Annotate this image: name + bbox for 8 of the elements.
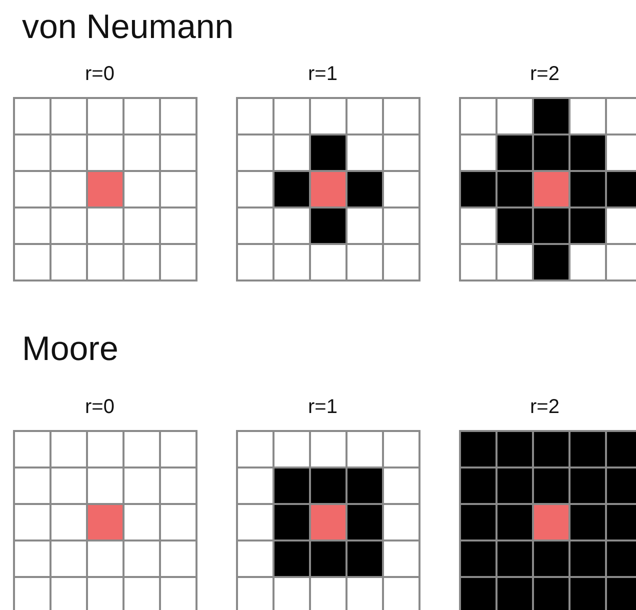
radius-label: r=1 (308, 396, 338, 419)
radius-label: r=2 (530, 396, 560, 419)
radius-label: r=0 (85, 63, 114, 86)
radius-label: r=1 (308, 63, 338, 86)
radius-label: r=0 (85, 396, 114, 419)
section-heading: Moore (22, 330, 118, 369)
radius-label: r=2 (530, 63, 560, 86)
section-heading: von Neumann (22, 8, 234, 47)
